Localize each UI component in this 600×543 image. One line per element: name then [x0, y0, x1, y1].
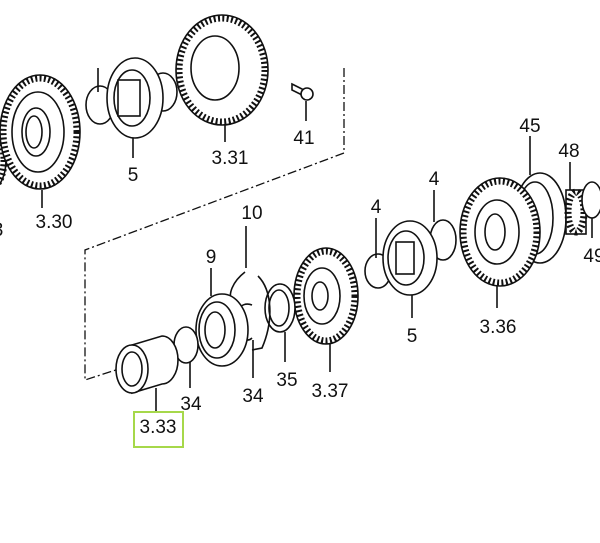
label-5-bottom: 5 — [407, 326, 418, 347]
label-10: 10 — [241, 203, 262, 224]
gear-3-30 — [0, 74, 81, 208]
highlight-box-3-33 — [133, 411, 184, 448]
ring-49 — [581, 181, 600, 238]
label-34-right: 34 — [242, 386, 264, 407]
label-48: 48 — [558, 141, 579, 162]
label-cut-left: 3 — [0, 220, 3, 241]
bolt-41 — [291, 82, 314, 121]
label-45: 45 — [519, 116, 540, 137]
bearing-5-top — [85, 57, 178, 158]
washer-35 — [264, 283, 296, 362]
label-3-33: 3.33 — [140, 417, 177, 438]
label-49: 49 — [583, 246, 600, 267]
gear-3-31 — [175, 14, 269, 142]
label-3-37: 3.37 — [312, 381, 349, 402]
assembly-boundary-line — [84, 68, 345, 381]
label-4-left: 4 — [371, 197, 382, 218]
gear-3-36 — [459, 177, 541, 308]
label-34-left: 34 — [180, 394, 202, 415]
label-3-31: 3.31 — [212, 148, 249, 169]
label-9: 9 — [206, 247, 217, 268]
gear-3-37 — [293, 247, 359, 372]
bearing-9 — [195, 268, 249, 367]
bearing-5-bottom — [364, 190, 457, 318]
label-35: 35 — [276, 370, 297, 391]
label-41: 41 — [293, 128, 314, 149]
needle-bearing-3-33 — [115, 335, 179, 412]
label-3-36: 3.36 — [480, 317, 517, 338]
label-5-top: 5 — [128, 165, 139, 186]
label-4-right: 4 — [429, 169, 440, 190]
label-3-30: 3.30 — [36, 212, 73, 233]
